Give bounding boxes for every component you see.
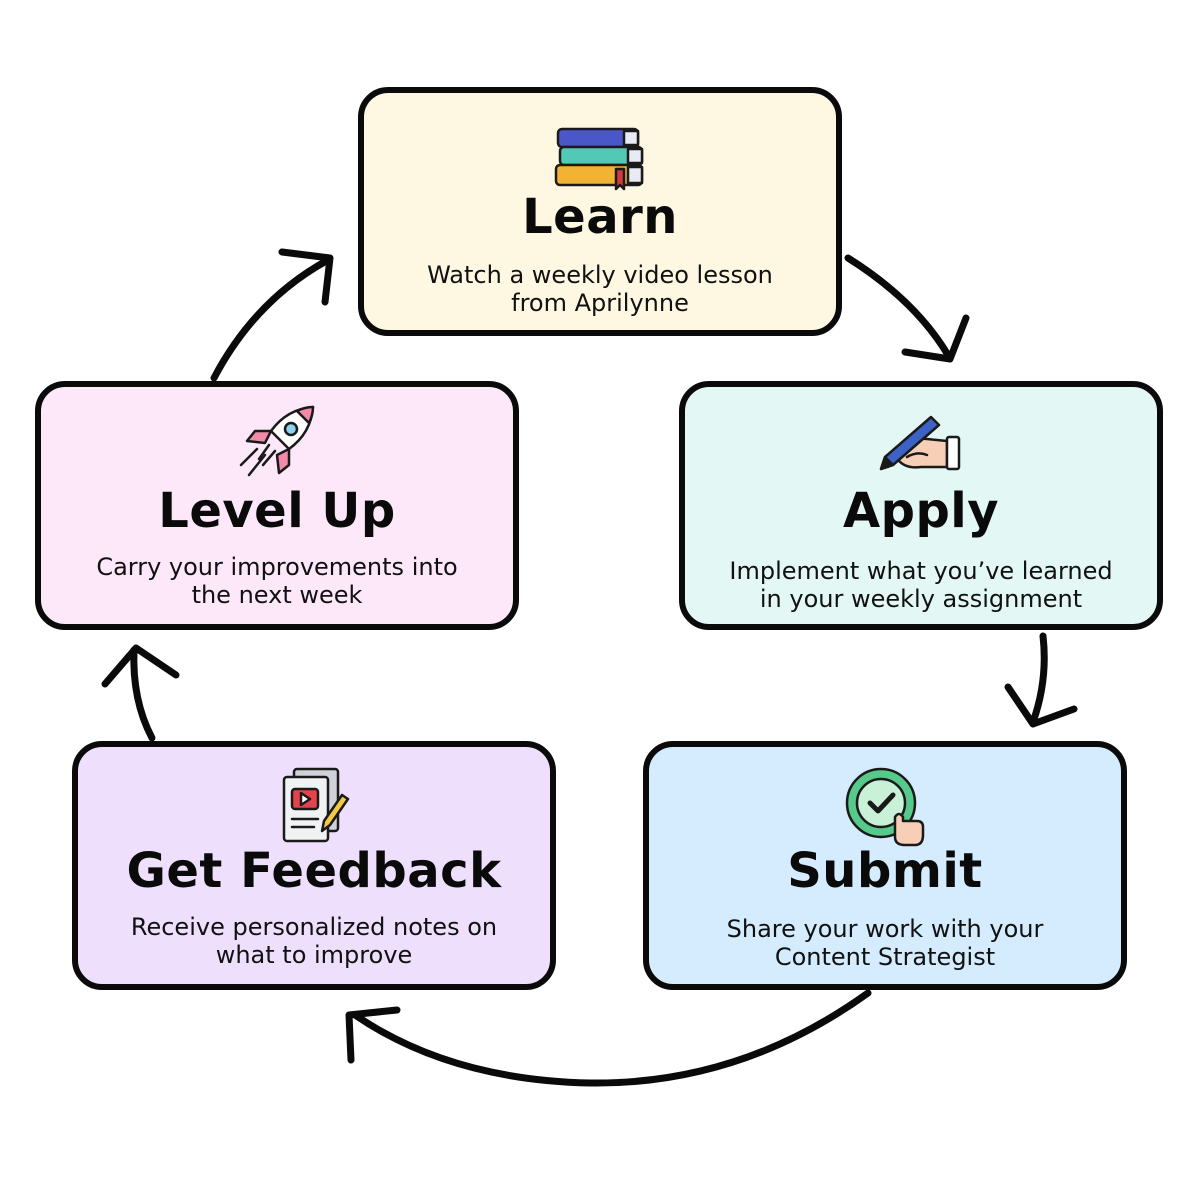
rocket-icon [239, 405, 315, 477]
hand-pen-icon [879, 415, 961, 471]
step-title: Submit [787, 843, 983, 899]
arrow-feedback-to-levelup [101, 644, 180, 742]
step-title: Learn [522, 189, 678, 245]
arrow-learn-to-apply [844, 254, 970, 363]
step-desc-line-1: Watch a weekly video lesson [427, 261, 773, 289]
step-desc-line-1: Carry your improvements into [96, 553, 458, 581]
step-get-feedback: Get Feedback Receive personalized notes … [72, 741, 556, 990]
step-desc-line-2: the next week [191, 581, 363, 609]
step-learn: Learn Watch a weekly video lesson from A… [358, 87, 842, 336]
step-title: Get Feedback [126, 843, 502, 899]
arrow-submit-to-feedback [345, 989, 872, 1087]
step-desc-line-2: Content Strategist [774, 943, 996, 971]
arrow-levelup-to-learn [210, 248, 334, 382]
step-title: Apply [842, 483, 1000, 539]
step-apply: Apply Implement what you’ve learned in y… [679, 381, 1163, 630]
step-desc-line-1: Share your work with your [726, 915, 1044, 943]
step-level-up: Level Up Carry your improvements into th… [35, 381, 519, 630]
step-desc-line-1: Implement what you’ve learned [729, 557, 1113, 585]
document-video-icon [282, 767, 350, 843]
check-click-icon [845, 767, 925, 847]
step-title: Level Up [158, 483, 396, 539]
step-desc-line-1: Receive personalized notes on [130, 913, 498, 941]
arrow-apply-to-submit [1004, 632, 1078, 728]
step-desc-line-2: in your weekly assignment [759, 585, 1083, 613]
step-submit: Submit Share your work with your Content… [643, 741, 1127, 990]
step-desc-line-2: what to improve [215, 941, 413, 969]
books-icon [554, 127, 644, 191]
step-desc-line-2: from Aprilynne [511, 289, 689, 317]
